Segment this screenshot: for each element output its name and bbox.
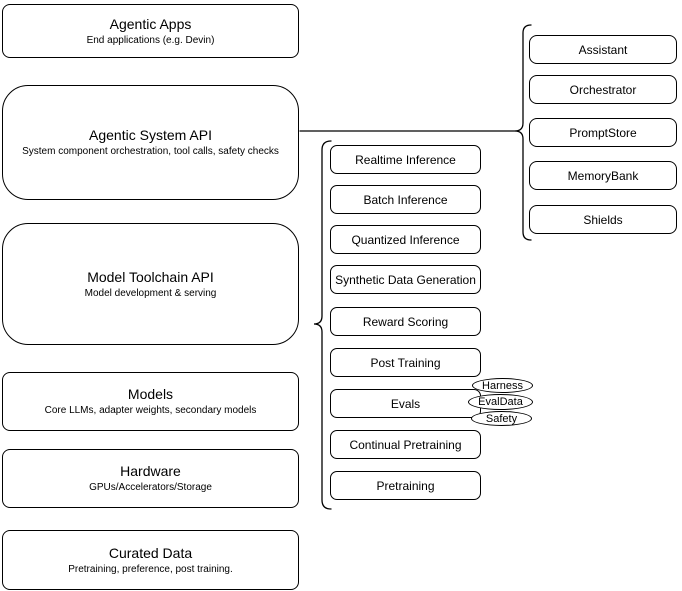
node-synthetic-data-generation: Synthetic Data Generation xyxy=(330,265,481,294)
tag-label: Harness xyxy=(482,379,523,392)
node-label: Batch Inference xyxy=(363,192,448,207)
node-label: PromptStore xyxy=(569,125,637,140)
node-label: Realtime Inference xyxy=(355,152,456,167)
node-label: Reward Scoring xyxy=(362,314,449,329)
node-subtitle: System component orchestration, tool cal… xyxy=(22,146,279,157)
node-memorybank: MemoryBank xyxy=(529,161,677,190)
node-label: Synthetic Data Generation xyxy=(335,272,476,287)
node-quantized-inference: Quantized Inference xyxy=(330,225,481,254)
node-label: Shields xyxy=(583,212,623,227)
node-title: Agentic System API xyxy=(89,127,212,143)
node-label: Post Training xyxy=(370,355,441,370)
node-title: Models xyxy=(127,386,174,402)
tag-harness: Harness xyxy=(472,378,533,393)
node-shields: Shields xyxy=(529,205,677,234)
node-agentic-apps: Agentic Apps End applications (e.g. Devi… xyxy=(2,4,299,58)
node-model-toolchain-api: Model Toolchain API Model development & … xyxy=(2,223,299,345)
node-hardware: Hardware GPUs/Accelerators/Storage xyxy=(2,449,299,508)
node-subtitle: Pretraining, preference, post training. xyxy=(68,563,233,575)
node-subtitle: Core LLMs, adapter weights, secondary mo… xyxy=(44,405,257,416)
node-continual-pretraining: Continual Pretraining xyxy=(330,430,481,459)
node-subtitle: Model development & serving xyxy=(84,287,217,299)
node-title: Model Toolchain API xyxy=(87,268,214,285)
node-label: MemoryBank xyxy=(567,168,639,183)
node-realtime-inference: Realtime Inference xyxy=(330,145,481,174)
node-title: Curated Data xyxy=(108,544,193,561)
node-subtitle: End applications (e.g. Devin) xyxy=(86,34,215,46)
tag-evaldata: EvalData xyxy=(468,394,533,410)
node-agentic-system-api: Agentic System API System component orch… xyxy=(2,85,299,200)
node-pretraining: Pretraining xyxy=(330,471,481,500)
node-label: Assistant xyxy=(578,42,628,57)
node-post-training: Post Training xyxy=(330,348,481,377)
tag-label: Safety xyxy=(485,412,518,425)
middle-column-brace xyxy=(313,140,332,510)
right-column-brace xyxy=(514,24,532,241)
node-subtitle: GPUs/Accelerators/Storage xyxy=(89,482,212,493)
node-models: Models Core LLMs, adapter weights, secon… xyxy=(2,372,299,431)
node-title: Hardware xyxy=(120,463,181,479)
node-promptstore: PromptStore xyxy=(529,118,677,147)
node-evals: Evals xyxy=(330,389,481,418)
node-curated-data: Curated Data Pretraining, preference, po… xyxy=(2,530,299,590)
node-label: Orchestrator xyxy=(569,82,637,97)
node-batch-inference: Batch Inference xyxy=(330,185,481,214)
node-label: Evals xyxy=(390,396,421,411)
node-orchestrator: Orchestrator xyxy=(529,75,677,104)
tag-label: EvalData xyxy=(478,396,523,408)
node-title: Agentic Apps xyxy=(109,15,192,32)
node-label: Continual Pretraining xyxy=(349,437,462,452)
node-reward-scoring: Reward Scoring xyxy=(330,307,481,336)
node-label: Quantized Inference xyxy=(351,232,460,247)
node-label: Pretraining xyxy=(376,478,435,493)
node-assistant: Assistant xyxy=(529,35,677,64)
tag-safety: Safety xyxy=(471,411,532,426)
